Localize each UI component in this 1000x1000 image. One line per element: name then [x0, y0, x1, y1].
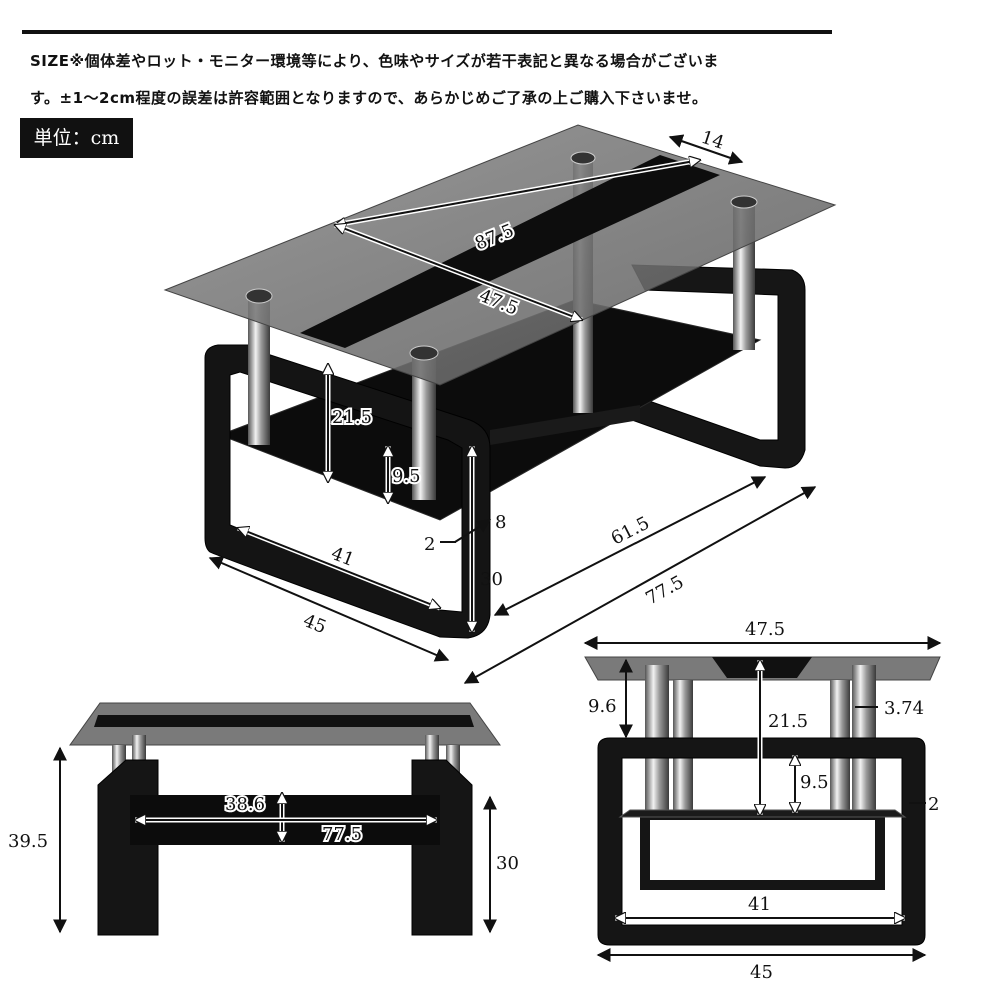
- dim-side-frame-thickness: 2: [928, 794, 939, 815]
- dim-side-top-depth: 47.5: [745, 619, 785, 640]
- dim-frame-height: 30: [480, 569, 503, 590]
- front-left-leg: [97, 759, 159, 936]
- dim-arrow-top-depth: [335, 225, 582, 320]
- dim-thickness-a: 8: [495, 512, 506, 533]
- dim-thickness-b: 2: [424, 534, 435, 555]
- dim-overall-length: 77.5: [642, 572, 687, 610]
- side-inner-frame: [640, 810, 885, 890]
- dim-side-inner-width: 41: [748, 894, 771, 915]
- dim-top-width: 14: [698, 127, 726, 154]
- dim-arrow-depth: [208, 556, 450, 662]
- side-frame: [597, 737, 926, 946]
- post-cap: [409, 345, 439, 361]
- front-glass-stripe: [94, 715, 474, 727]
- dim-post-height: 9.6: [588, 696, 617, 717]
- unit-badge: 単位：cm: [20, 118, 133, 158]
- header-rule: [22, 30, 832, 34]
- post-cap: [570, 151, 596, 165]
- dim-lower-gap: 9.5: [392, 466, 421, 487]
- size-note-line2: す。±1～2cm程度の誤差は許容範囲となりますので、あらかじめご了承の上ご購入下…: [30, 89, 708, 107]
- dim-arrow-overall-length: [463, 486, 817, 684]
- size-note-line1: SIZE※個体差やロット・モニター環境等により、色味やサイズが若干表記と異なる場…: [30, 52, 719, 70]
- dim-upper-gap: 21.5: [332, 407, 372, 428]
- dim-post-diameter: 3.74: [884, 698, 924, 719]
- dim-arrow-top-width: [668, 134, 744, 165]
- dim-side-upper-gap: 21.5: [768, 711, 808, 732]
- dim-shelf-length: 61.5: [608, 513, 653, 550]
- beam: [490, 405, 640, 445]
- dim-side-outer-width: 45: [750, 962, 773, 983]
- dim-arrow-shelf-length: [493, 476, 767, 616]
- side-view: 47.5 9.6 21.5 9.5 3.74 2 41 45: [583, 619, 942, 983]
- front-view: 39.5 38.6 77.5 30: [8, 702, 519, 936]
- perspective-table: 14 87.5 47.5 21.5 9.5 30 8 2 41 45 61.5 …: [163, 124, 837, 684]
- post: [248, 295, 270, 445]
- dim-front-frame-height: 30: [496, 853, 519, 874]
- post-cap: [730, 195, 758, 209]
- dim-total-height: 39.5: [8, 831, 48, 852]
- dim-arrow-top-length: [335, 160, 700, 225]
- dim-front-shelf-length: 77.5: [322, 824, 362, 845]
- dim-side-lower-gap: 9.5: [800, 772, 829, 793]
- dim-depth: 45: [300, 610, 329, 638]
- post-cap: [245, 288, 273, 304]
- front-right-leg: [411, 759, 473, 936]
- dim-shelf-span: 38.6: [225, 794, 265, 815]
